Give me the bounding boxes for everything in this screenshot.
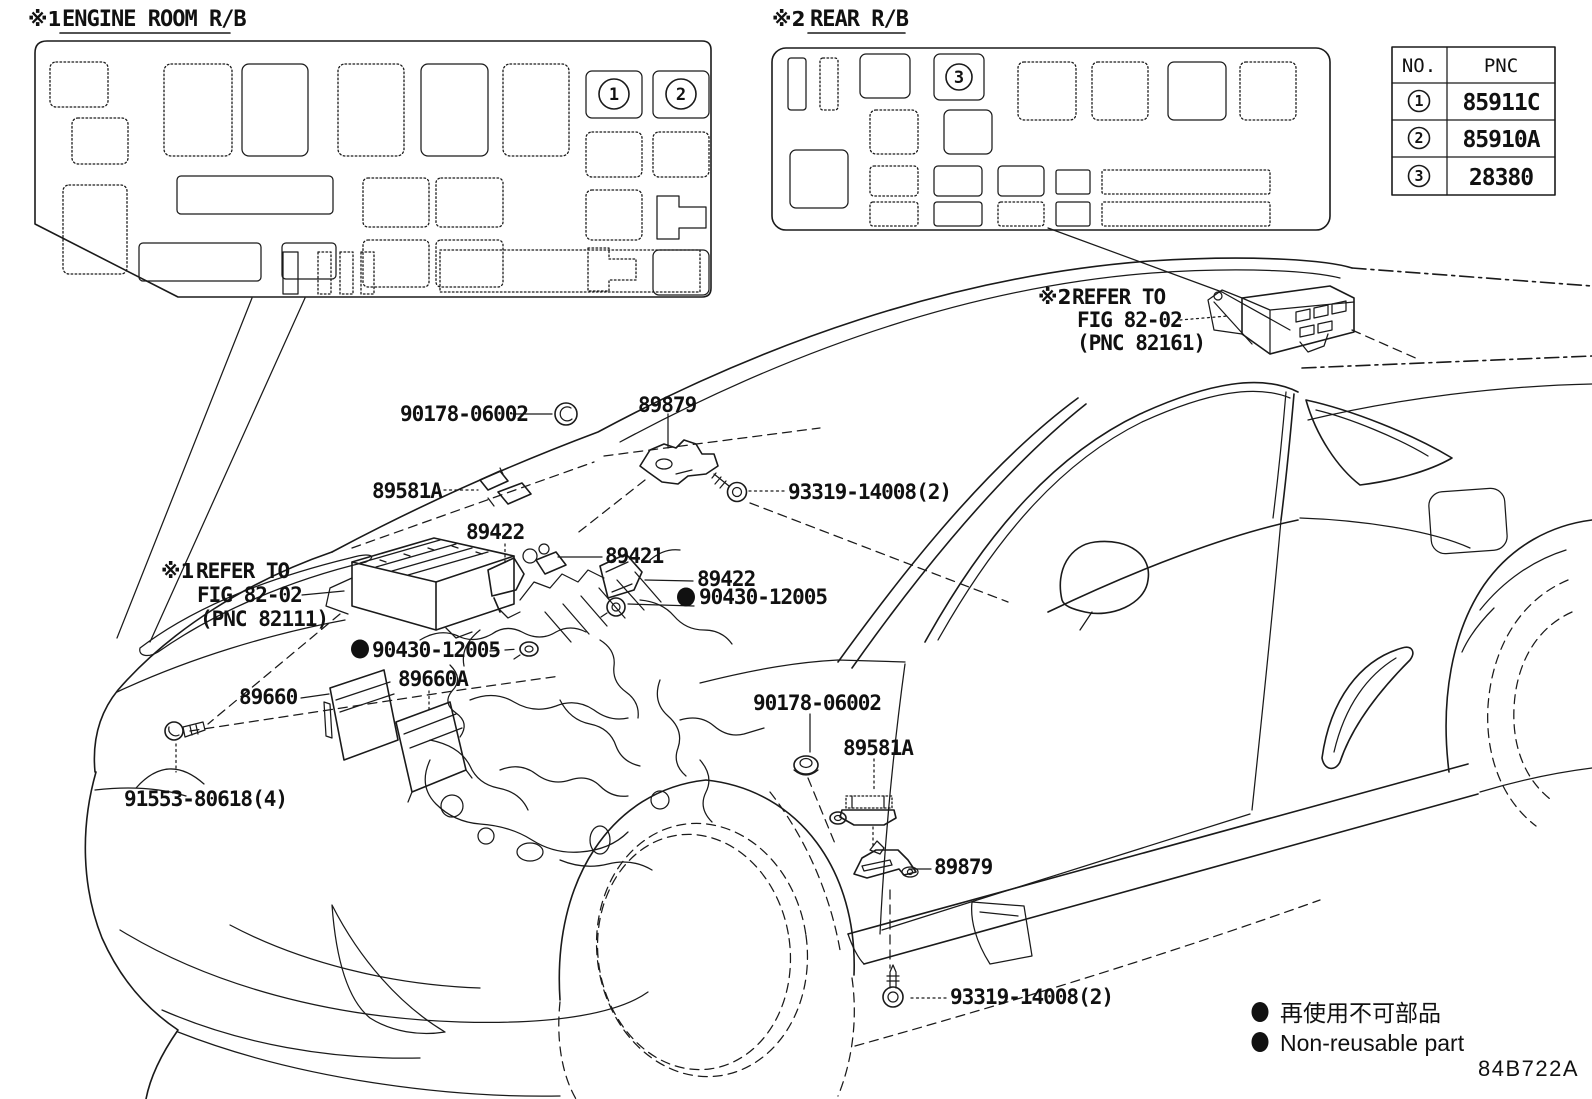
part-label: 89879	[934, 855, 993, 879]
nut-90178-top-part	[554, 402, 578, 426]
row-3-pnc: 28380	[1469, 165, 1533, 191]
ref-marker-2: ※2	[1038, 285, 1071, 309]
headlight	[139, 554, 373, 657]
refer-line: REFER TO	[1072, 285, 1166, 309]
ecu-89660-part	[323, 669, 399, 761]
ref-marker-1: ※1	[161, 559, 194, 583]
rear-junction-block-part	[1207, 285, 1355, 355]
part-label: 89660	[239, 685, 298, 709]
key-relay-shape	[656, 195, 707, 240]
engine-room-rb-heading: ENGINE ROOM R/B	[62, 7, 246, 32]
row-2-pnc: 85910A	[1462, 127, 1540, 153]
fuse-slots	[787, 53, 1297, 227]
legend-jp: 再使用不可部品	[1280, 1000, 1441, 1026]
part-label: 93319-14008(2)	[950, 985, 1113, 1009]
leader-lines	[135, 315, 1229, 999]
part-label: 90178-06002	[753, 691, 881, 715]
ecu-89660a-part	[395, 701, 473, 803]
part-glyphs	[164, 285, 1355, 1008]
table-header-pnc: PNC	[1484, 55, 1518, 77]
part-label: 89879	[638, 393, 697, 417]
part-label: 90178-06002	[400, 402, 528, 426]
row-1-no: 1	[1414, 92, 1423, 110]
car-outline	[84, 227, 1592, 1099]
legend: 再使用不可部品 Non-reusable part 84B722A	[1251, 1000, 1579, 1081]
part-label: 90430-12005	[372, 638, 500, 662]
engine-room-rb-box: 1 2	[34, 40, 712, 298]
refer-line: REFER TO	[196, 559, 290, 583]
part-label: 89422	[466, 520, 524, 544]
coil-89422-a-part	[487, 557, 525, 613]
table-header-no: NO.	[1402, 55, 1436, 77]
rear-wheel	[1487, 579, 1569, 827]
diagram-code: 84B722A	[1478, 1056, 1579, 1081]
callout-3-number: 3	[954, 68, 964, 88]
part-label: 89421	[605, 544, 664, 568]
bolt-91553-part	[164, 721, 206, 741]
refer-line: FIG 82-02	[197, 583, 302, 607]
part-label: 93319-14008(2)	[788, 480, 951, 504]
table-row: 1 85911C	[1407, 89, 1541, 116]
part-label: 91553-80618(4)	[124, 787, 287, 811]
table-row: 3 28380	[1407, 164, 1534, 191]
part-label: 90430-12005	[699, 585, 827, 609]
refer-line: FIG 82-02	[1077, 308, 1182, 332]
non-reusable-dot-icon	[677, 587, 695, 607]
sensor-89421-part	[522, 543, 567, 575]
pnc-table: NO. PNC 1 85911C 2 85910A 3 28380	[1391, 46, 1556, 196]
rear-rb-title: ※2 REAR R/B	[772, 7, 910, 34]
refer-line: (PNC 82161)	[1077, 331, 1205, 355]
part-label: 89422	[697, 567, 755, 591]
fuel-door	[1428, 487, 1508, 555]
part-labels: 90178-06002 89879 89581A 93319-14008(2) …	[124, 393, 1114, 1009]
sensor-89581a-right-part	[829, 795, 897, 826]
screw-93319-top-part	[711, 472, 748, 503]
refer-note-2: ※2 REFER TO FIG 82-02 (PNC 82161)	[1038, 285, 1206, 355]
row-2-no: 2	[1414, 129, 1423, 147]
callout-1: 1	[598, 78, 630, 110]
callout-3: 3	[945, 63, 973, 91]
part-label: 89581A	[843, 736, 914, 760]
fuse-slots	[49, 61, 710, 296]
part-label: 89660A	[398, 667, 469, 691]
row-3-no: 3	[1414, 167, 1423, 185]
row-1-pnc: 85911C	[1462, 90, 1539, 116]
key-relay-shape	[587, 247, 637, 292]
refer-note-1: ※1 REFER TO FIG 82-02 (PNC 82111)	[161, 559, 329, 631]
rear-rb-heading: REAR R/B	[810, 7, 909, 32]
grommet-90430-left-part	[513, 641, 539, 660]
ref-marker-2: ※2	[772, 7, 805, 31]
callout-2-number: 2	[676, 85, 686, 105]
legend-en: Non-reusable part	[1280, 1030, 1465, 1056]
coil-89422-b-part	[599, 553, 643, 599]
refer-line: (PNC 82111)	[200, 607, 328, 631]
table-row: 2 85910A	[1407, 126, 1542, 153]
non-reusable-dot-icon	[1251, 1002, 1269, 1022]
rear-rb-box: 3	[771, 47, 1331, 231]
screw-93319-bottom-part	[882, 964, 904, 1008]
relay-box-part	[325, 537, 521, 639]
grommet-90430-right-part	[600, 597, 626, 618]
ref-marker-1: ※1	[28, 7, 61, 31]
nut-90178-right-part	[793, 755, 819, 776]
engine-room-rb-title: ※1 ENGINE ROOM R/B	[28, 7, 247, 34]
sensor-89581a-left-part	[479, 467, 532, 507]
callout-1-number: 1	[609, 85, 619, 105]
callout-2: 2	[665, 78, 697, 110]
engine-detail	[419, 549, 765, 871]
part-label: 89581A	[372, 479, 443, 503]
front-wheel	[595, 822, 809, 1078]
non-reusable-dot-icon	[351, 639, 369, 659]
non-reusable-dot-icon	[1251, 1032, 1269, 1052]
side-vent	[1321, 646, 1414, 770]
mud-guard	[971, 901, 1033, 965]
side-mirror	[1059, 540, 1150, 615]
